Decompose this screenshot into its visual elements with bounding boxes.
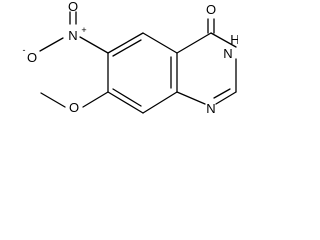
bond-c5-c6-inner (112, 39, 142, 57)
bond-c7-c8 (107, 91, 144, 114)
bond-nitro-n-o-left (39, 37, 64, 52)
nh-nitrogen-label: N (223, 46, 232, 61)
oxo-oxygen-label: O (206, 2, 216, 17)
nitro-oxygen-left-charge: - (23, 45, 26, 55)
ring-nitrogen-label: N (206, 101, 215, 116)
bond-c2-n1-inner (213, 88, 231, 99)
nh-hydrogen-label: H (230, 32, 238, 47)
bond-c5-c6 (107, 32, 144, 54)
nitro-nitrogen-charge: + (81, 25, 86, 35)
bond-c4a-c4 (176, 32, 212, 54)
bond-c7-c8-inner (112, 88, 142, 107)
nitro-oxygen-top-label: O (68, 0, 78, 14)
nitro-oxygen-left-label: O (27, 50, 37, 65)
bond-c2-n1 (215, 91, 237, 105)
bond-c4-n3 (210, 32, 237, 48)
methoxy-oxygen-label: O (69, 100, 79, 115)
bond-c8-c8a (142, 91, 178, 114)
bond-c6-nitro-n (79, 36, 109, 54)
bond-c4a-c5 (142, 32, 178, 54)
chemical-structure: O N H N N + O O - O (23, 0, 239, 116)
bond-c7-methoxy-o (82, 91, 109, 108)
bond-n1-c8a (176, 91, 206, 105)
nitro-nitrogen-label: N (68, 28, 77, 43)
bond-methoxy-o-ch3 (40, 92, 66, 108)
